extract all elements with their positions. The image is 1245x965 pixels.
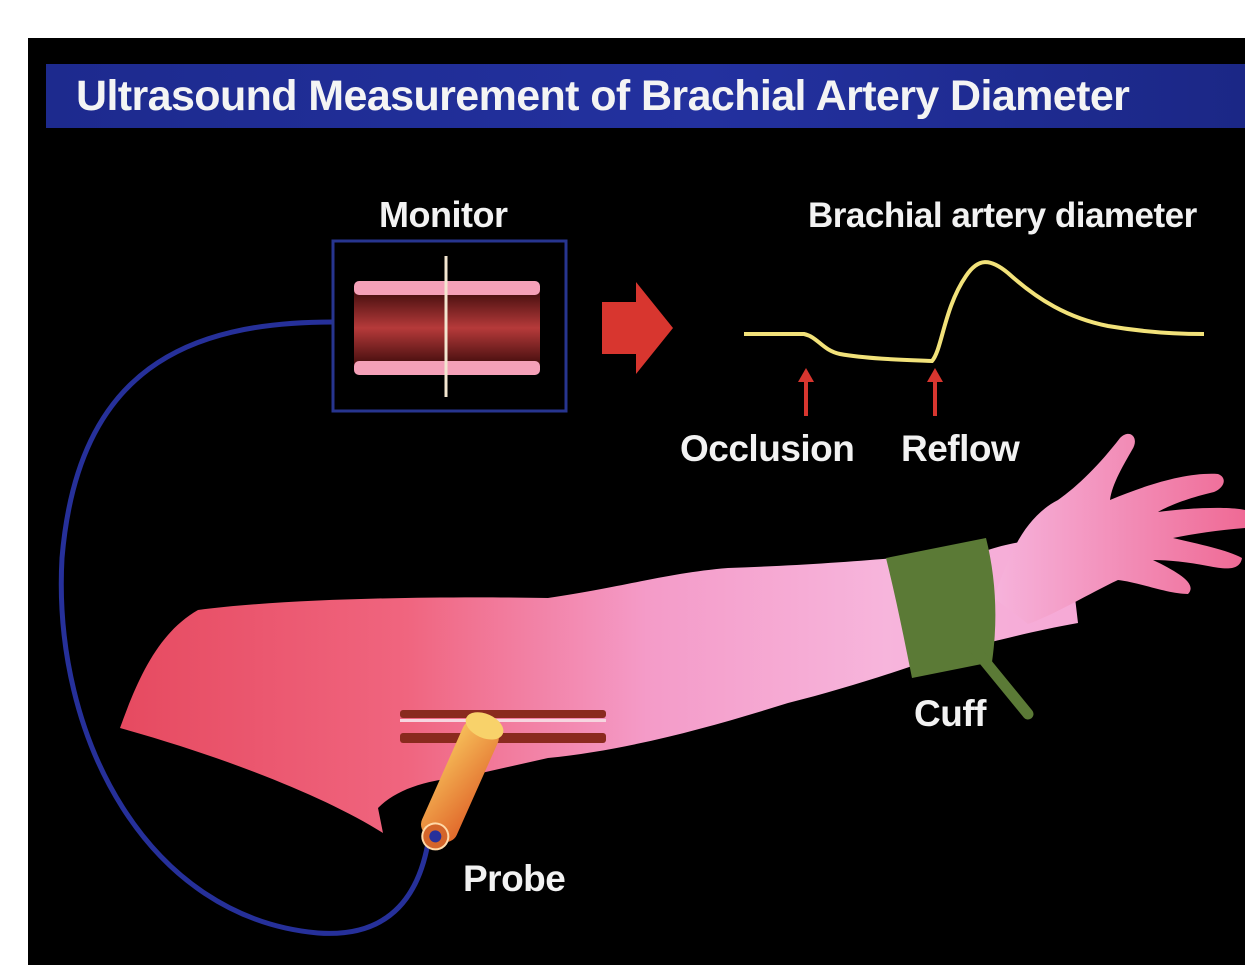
occlusion-label: Occlusion: [680, 428, 854, 470]
reflow-label: Reflow: [901, 428, 1019, 470]
diagram-artwork: [28, 38, 1245, 965]
reflow-arrow: [927, 368, 943, 416]
title-bar: Ultrasound Measurement of Brachial Arter…: [46, 64, 1245, 128]
diameter-trace: [744, 262, 1204, 361]
process-arrow: [602, 282, 673, 374]
hand: [994, 434, 1245, 624]
occlusion-arrow: [798, 368, 814, 416]
probe-label: Probe: [463, 858, 565, 900]
graph-title: Brachial artery diameter: [808, 196, 1197, 236]
diagram-title: Ultrasound Measurement of Brachial Arter…: [76, 68, 1239, 124]
diagram-panel: Ultrasound Measurement of Brachial Arter…: [28, 38, 1245, 965]
monitor: [333, 241, 566, 411]
cuff-label: Cuff: [914, 693, 986, 735]
monitor-label: Monitor: [379, 194, 507, 236]
